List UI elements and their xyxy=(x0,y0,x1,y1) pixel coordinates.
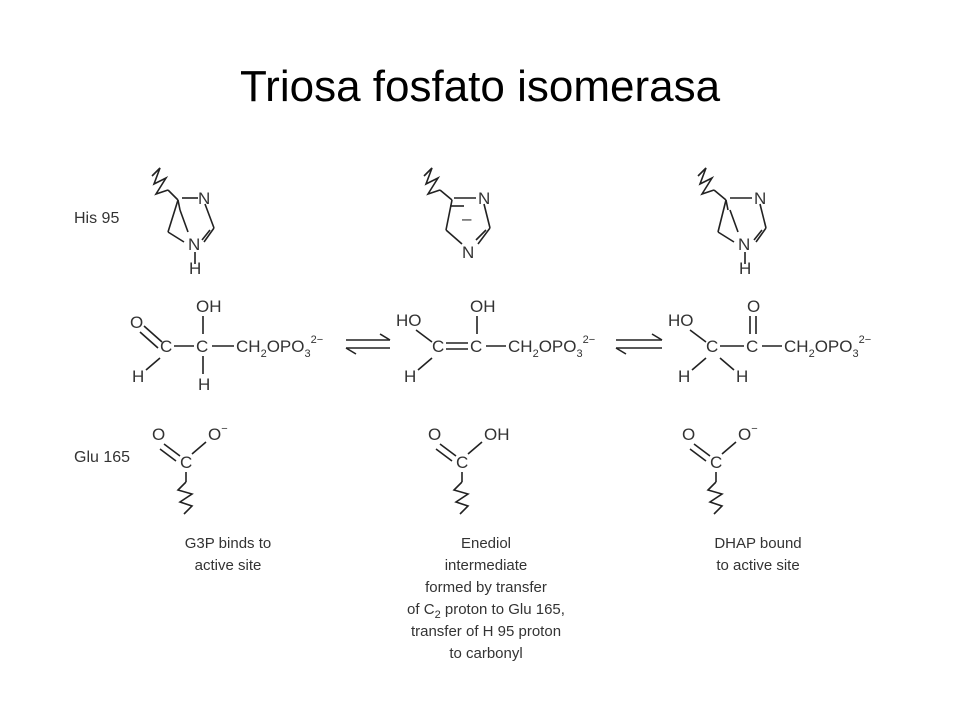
phosphate-group: CH2OPO32− xyxy=(508,334,595,360)
imidazole-2: N – N xyxy=(423,167,491,262)
equilibrium-arrow-1 xyxy=(345,333,391,355)
charge-minus: – xyxy=(462,209,472,228)
atom-c1: C xyxy=(160,337,172,356)
atom-h: H xyxy=(739,259,751,278)
atom-h: H xyxy=(736,367,748,386)
atom-o: O xyxy=(130,313,143,332)
svg-text:formed by transfer: formed by transfer xyxy=(425,579,547,596)
atom-n-anion: N xyxy=(462,243,474,262)
atom-c1: C xyxy=(706,337,718,356)
svg-text:active site: active site xyxy=(195,557,262,574)
atom-oh: OH xyxy=(484,425,510,444)
squiggle-bond-icon xyxy=(176,481,194,515)
squiggle-bond-icon xyxy=(706,481,724,515)
atom-o-minus: O− xyxy=(738,423,758,444)
svg-text:G3P binds to: G3P binds to xyxy=(185,535,271,552)
atom-o: O xyxy=(682,425,695,444)
his95-label: His 95 xyxy=(74,210,119,227)
atom-n: N xyxy=(754,189,766,208)
svg-text:to carbonyl: to carbonyl xyxy=(449,645,522,662)
carboxylic-acid-2: O C OH xyxy=(428,425,510,515)
atom-h: H xyxy=(132,367,144,386)
squiggle-bond-icon xyxy=(151,167,169,196)
atom-h: H xyxy=(678,367,690,386)
squiggle-bond-icon xyxy=(423,167,441,196)
atom-o-minus: O− xyxy=(208,423,228,444)
atom-c2: C xyxy=(470,337,482,356)
atom-h: H xyxy=(198,375,210,394)
svg-text:Enediol: Enediol xyxy=(461,535,511,552)
carboxylate-3: O C O− xyxy=(682,423,758,515)
atom-n: N xyxy=(478,189,490,208)
svg-text:DHAP bound: DHAP bound xyxy=(714,535,801,552)
atom-oh: OH xyxy=(470,297,496,316)
carboxylate-1: O C O− xyxy=(152,423,228,515)
atom-c2: C xyxy=(196,337,208,356)
g3p-molecule: O C H C OH H CH2OPO32− xyxy=(130,297,323,394)
caption-dhap: DHAP bound to active site xyxy=(714,535,801,574)
atom-c: C xyxy=(180,453,192,472)
atom-oh: OH xyxy=(196,297,222,316)
caption-g3p: G3P binds to active site xyxy=(185,535,271,574)
svg-text:of C2 proton to Glu 165,: of C2 proton to Glu 165, xyxy=(407,601,565,621)
svg-text:intermediate: intermediate xyxy=(445,557,528,574)
equilibrium-arrow-2 xyxy=(615,333,663,355)
squiggle-bond-icon xyxy=(452,481,470,515)
caption-enediol: Enediol intermediate formed by transfer … xyxy=(407,535,565,662)
atom-c2: C xyxy=(746,337,758,356)
atom-nh: N xyxy=(738,235,750,254)
page-title: Triosa fosfato isomerasa xyxy=(239,62,721,111)
atom-ho: HO xyxy=(396,311,422,330)
atom-o: O xyxy=(152,425,165,444)
phosphate-group: CH2OPO32− xyxy=(236,334,323,360)
phosphate-group: CH2OPO32− xyxy=(784,334,871,360)
svg-text:to active site: to active site xyxy=(716,557,799,574)
svg-text:transfer of H 95 proton: transfer of H 95 proton xyxy=(411,623,561,640)
atom-n: N xyxy=(198,189,210,208)
atom-o: O xyxy=(428,425,441,444)
atom-c1: C xyxy=(432,337,444,356)
imidazole-1: N N H xyxy=(151,167,215,278)
glu165-label: Glu 165 xyxy=(74,449,130,466)
enediol-molecule: HO C H C OH CH2OPO32− xyxy=(396,297,595,386)
dhap-molecule: HO C H H C O CH2OPO32− xyxy=(668,297,871,386)
atom-nh: N xyxy=(188,235,200,254)
atom-c: C xyxy=(710,453,722,472)
imidazole-3: N N H xyxy=(697,167,767,278)
atom-o: O xyxy=(747,297,760,316)
squiggle-bond-icon xyxy=(697,167,715,196)
atom-c: C xyxy=(456,453,468,472)
atom-h: H xyxy=(189,259,201,278)
atom-ho: HO xyxy=(668,311,694,330)
atom-h: H xyxy=(404,367,416,386)
